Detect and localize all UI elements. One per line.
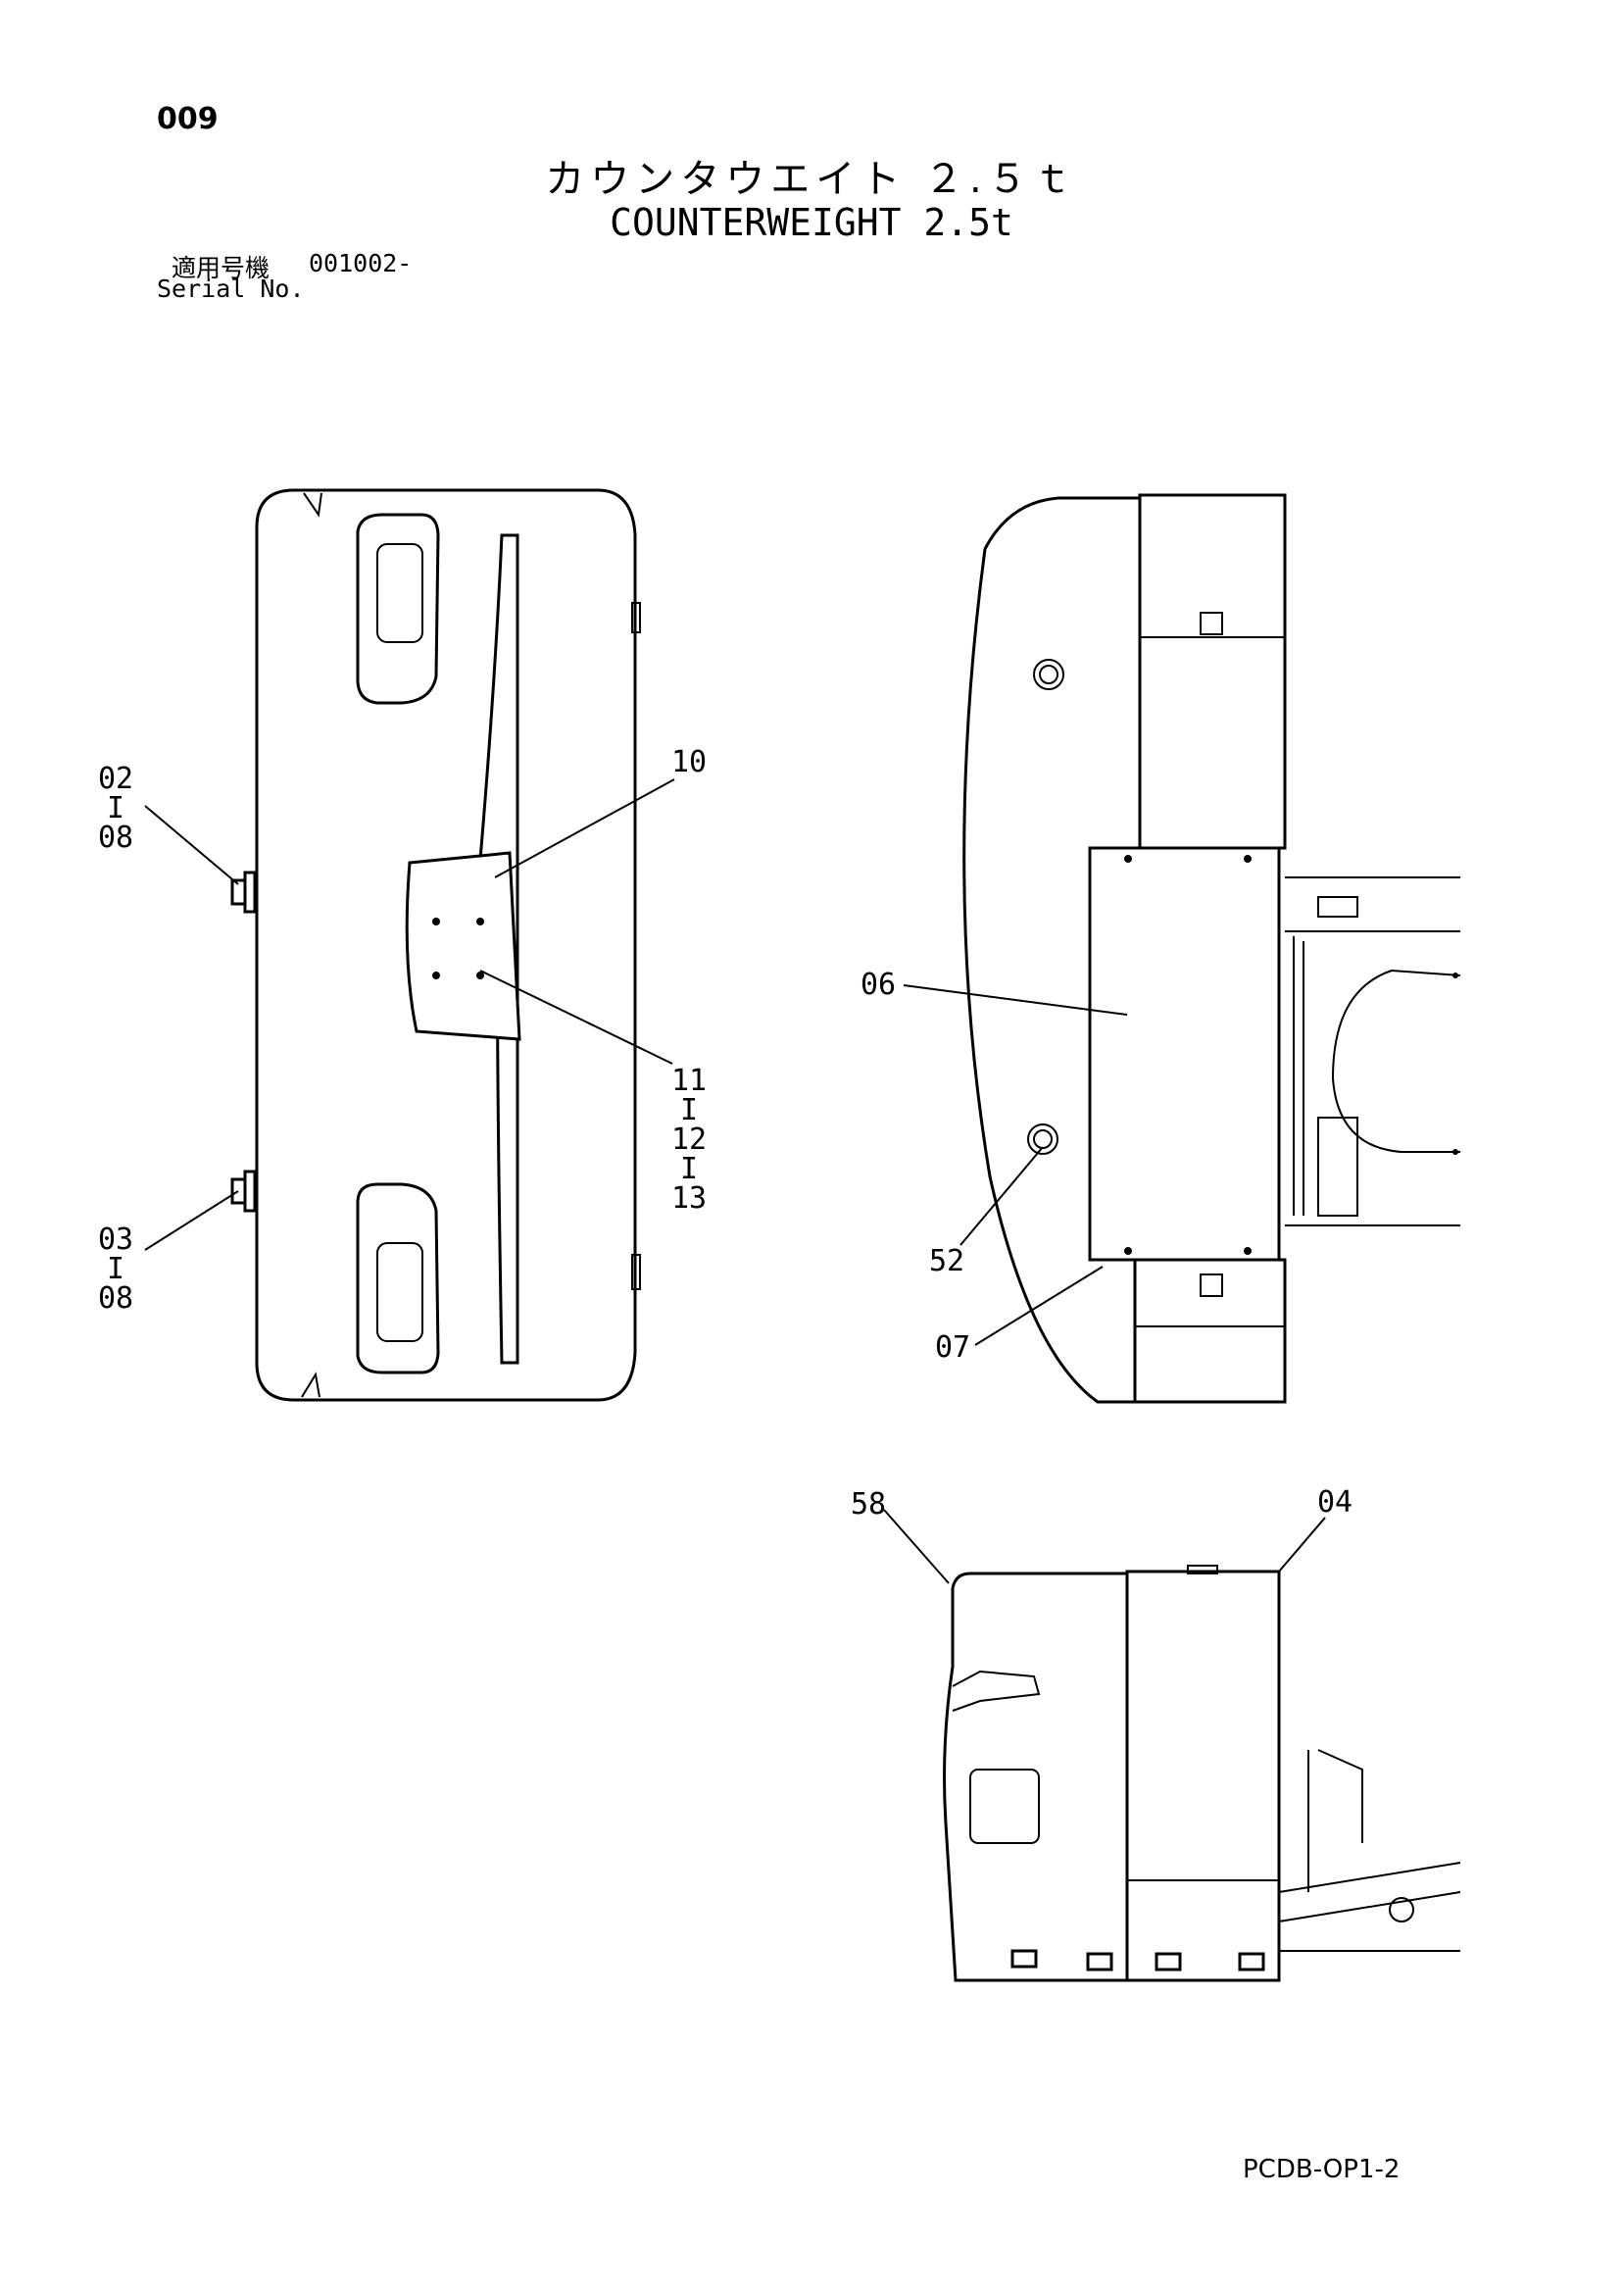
- callout-part-number: 12: [670, 1123, 708, 1157]
- serial-label-english: Serial No.: [157, 275, 305, 303]
- callout-part-number: 11: [670, 1064, 708, 1098]
- page-title-english: COUNTERWEIGHT 2.5t: [610, 201, 1013, 244]
- document-code: PCDB-OP1-2: [1243, 2155, 1401, 2184]
- side-view: [962, 493, 1461, 1404]
- serial-value: 001002-: [309, 249, 413, 277]
- callout-04: 04: [1313, 1488, 1356, 1518]
- top-view: [230, 488, 641, 1402]
- leader-lines: [144, 778, 1326, 1584]
- page-title-japanese: カウンタウエイト ２.５ｔ: [545, 157, 1078, 202]
- callout-part-number: 02: [97, 762, 134, 796]
- callout-03-08: 03 I 08: [96, 1225, 135, 1314]
- callout-11-13: 11 I 12 I 13: [669, 1067, 709, 1214]
- page-number: 009: [157, 102, 219, 136]
- callout-07: 07: [933, 1333, 972, 1363]
- callout-part-number: 04: [1316, 1485, 1353, 1520]
- callout-06: 06: [855, 971, 902, 1000]
- callout-part-number: 10: [670, 745, 708, 779]
- callout-range-separator: I: [679, 1093, 699, 1127]
- callout-part-number: 07: [934, 1330, 971, 1365]
- bottom-nuts: [1010, 1949, 1265, 1972]
- callout-part-number: 58: [850, 1487, 887, 1522]
- callout-part-number: 03: [97, 1223, 134, 1257]
- frame-partial-rear: [1278, 1749, 1461, 1952]
- callout-part-number: 08: [97, 1281, 134, 1316]
- callout-10: 10: [669, 748, 709, 777]
- callout-range-separator: I: [106, 791, 125, 825]
- callout-part-number: 06: [860, 968, 897, 1002]
- callout-range-separator: I: [679, 1152, 699, 1186]
- serial-label-japanese: 適用号機: [172, 254, 270, 282]
- callout-58: 58: [849, 1490, 888, 1520]
- frame-partial: [1285, 876, 1461, 1226]
- callout-part-number: 52: [928, 1244, 965, 1278]
- callout-52: 52: [927, 1247, 966, 1276]
- callout-02-08: 02 I 08: [96, 765, 135, 853]
- callout-part-number: 13: [670, 1181, 708, 1216]
- callout-range-separator: I: [106, 1252, 125, 1286]
- bolt-holes: [432, 918, 484, 979]
- callout-part-number: 08: [97, 821, 134, 855]
- rear-view: [943, 1565, 1461, 1982]
